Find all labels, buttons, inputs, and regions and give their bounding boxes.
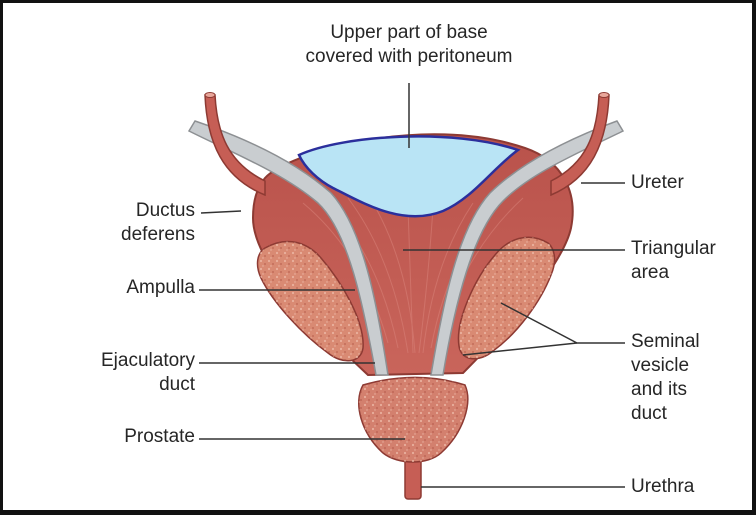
label-ejaculatory-line1: Ejaculatory: [69, 349, 195, 373]
label-peritoneum: Upper part of base covered with peritone…: [286, 21, 532, 69]
label-ampulla-text: Ampulla: [99, 276, 195, 300]
label-ureter-text: Ureter: [631, 171, 684, 195]
ureter-right-end: [599, 93, 609, 98]
label-seminal-vesicle: Seminal vesicle and its duct: [631, 330, 700, 426]
label-urethra-text: Urethra: [631, 475, 694, 499]
label-peritoneum-line2: covered with peritoneum: [286, 45, 532, 69]
label-seminal-line3: and its: [631, 378, 700, 402]
label-triangular-line2: area: [631, 261, 716, 285]
prostate-texture: [359, 378, 468, 463]
label-ejaculatory-duct: Ejaculatory duct: [69, 349, 195, 397]
label-seminal-line2: vesicle: [631, 354, 700, 378]
label-ductus-line1: Ductus: [99, 199, 195, 223]
label-ductus-line2: deferens: [99, 223, 195, 247]
leader-ductus: [201, 211, 241, 213]
label-ejaculatory-line2: duct: [69, 373, 195, 397]
ureter-left-end: [205, 93, 215, 98]
label-triangular-area: Triangular area: [631, 237, 716, 285]
label-seminal-line4: duct: [631, 402, 700, 426]
label-prostate: Prostate: [89, 425, 195, 449]
label-ureter: Ureter: [631, 171, 684, 195]
label-ductus-deferens: Ductus deferens: [99, 199, 195, 247]
label-ampulla: Ampulla: [99, 276, 195, 300]
label-prostate-text: Prostate: [89, 425, 195, 449]
label-urethra: Urethra: [631, 475, 694, 499]
label-triangular-line1: Triangular: [631, 237, 716, 261]
label-peritoneum-line1: Upper part of base: [286, 21, 532, 45]
label-seminal-line1: Seminal: [631, 330, 700, 354]
